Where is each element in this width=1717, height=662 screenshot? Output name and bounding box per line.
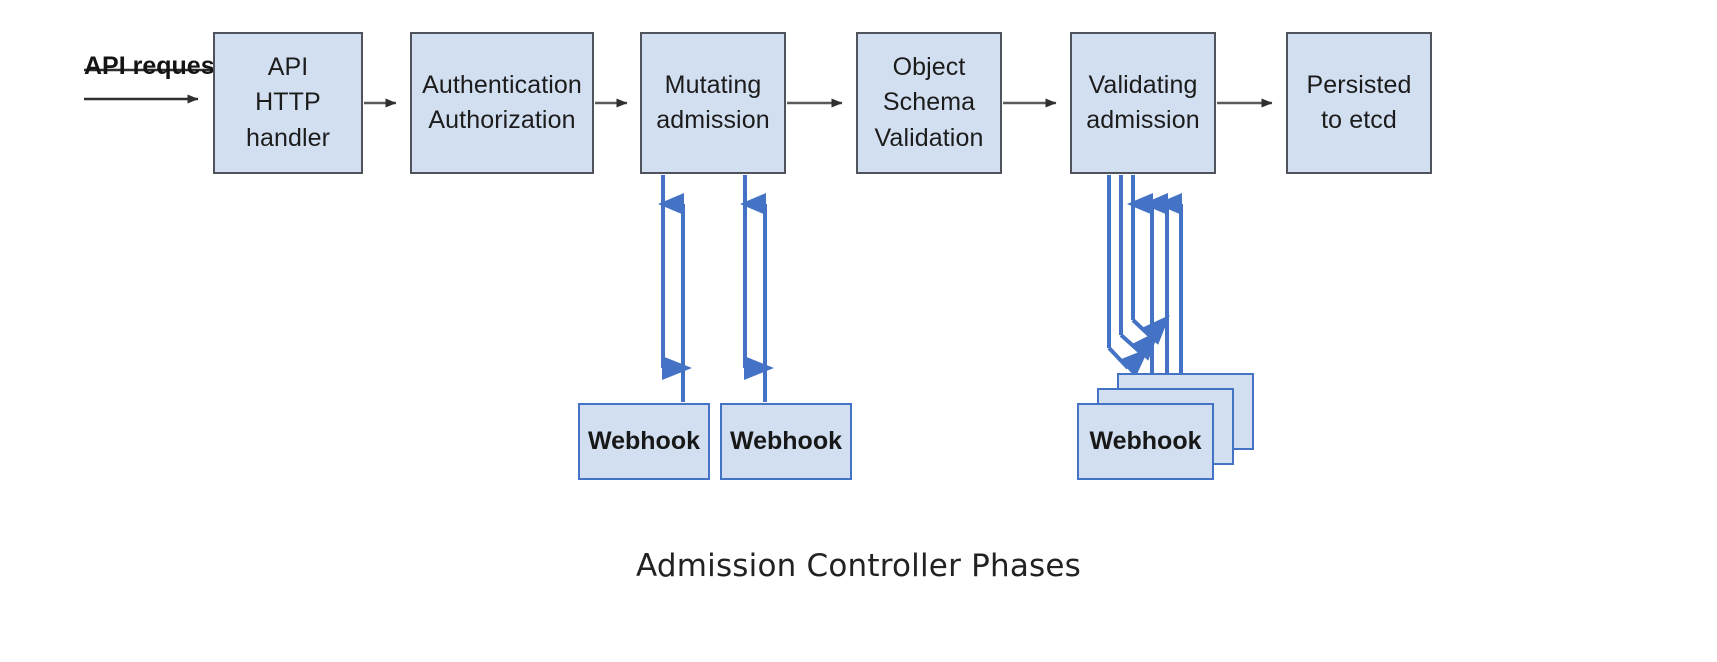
node-persisted-to-etcd[interactable]: Persisted to etcd [1286, 32, 1432, 174]
node-authentication-authorization-label: Authentication Authorization [422, 70, 582, 135]
webhook-box-mutating-2[interactable]: Webhook [720, 403, 852, 480]
edge-validating-to-webhook-stack [1107, 175, 1170, 378]
node-mutating-admission-label: Mutating admission [656, 70, 770, 135]
diagram-caption: Admission Controller Phases [636, 548, 1081, 584]
node-mutating-admission[interactable]: Mutating admission [640, 32, 786, 174]
node-validating-admission[interactable]: Validating admission [1070, 32, 1216, 174]
node-api-http-handler[interactable]: API HTTP handler [213, 32, 363, 174]
node-persisted-to-etcd-label: Persisted to etcd [1306, 70, 1412, 135]
webhook-box-mutating-1[interactable]: Webhook [578, 403, 710, 480]
node-validating-admission-label: Validating admission [1086, 70, 1200, 135]
webhook-box-validating-stack-label: Webhook [1089, 427, 1202, 455]
node-object-schema-validation[interactable]: Object Schema Validation [856, 32, 1002, 174]
webhook-box-mutating-1-label: Webhook [587, 427, 701, 455]
node-authentication-authorization[interactable]: Authentication Authorization [410, 32, 594, 174]
webhook-box-mutating-2-label: Webhook [729, 427, 843, 455]
api-request-label: API request [84, 52, 223, 80]
webhook-box-validating-stack[interactable]: Webhook [1077, 403, 1214, 480]
node-api-http-handler-label: API HTTP handler [245, 52, 331, 152]
edge-webhook-stack-to-validating [1127, 193, 1183, 402]
edge-request-to-handler [84, 68, 212, 104]
node-object-schema-validation-label: Object Schema Validation [874, 52, 984, 152]
